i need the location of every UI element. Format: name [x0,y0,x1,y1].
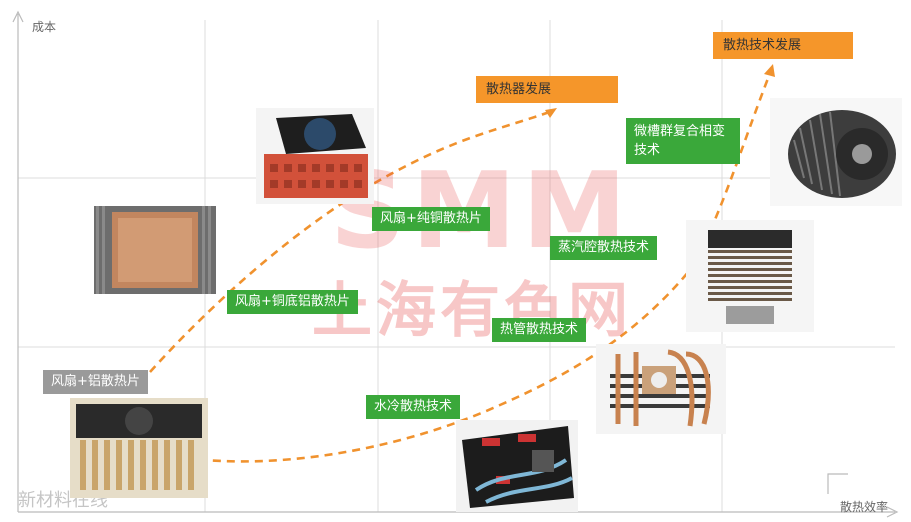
stage-label-vapor-chamber: 蒸汽腔散热技术 [550,236,658,260]
x-axis-corner-mark [827,473,848,494]
stage-label-fan-copper-base-aluminum: 风扇+铜底铝散热片 [227,290,358,314]
water-cooling-motherboard-photo [456,420,578,512]
radial-heatsink-photo [770,98,902,206]
stage-label-micro-groove: 微槽群复合相变技术 [626,118,740,164]
vapor-chamber-tower-photo [686,220,814,332]
copper-base-heatsink-photo [94,206,216,294]
x-axis-label: 散热效率 [840,500,889,514]
stage-label-water-cooling: 水冷散热技术 [366,395,461,419]
radiator-development-label: 散热器发展 [476,76,618,103]
x-axis-arrow [886,506,899,518]
radiator-curve-arrowhead [545,108,557,118]
stage-label-heat-pipe: 热管散热技术 [492,318,587,342]
stage-label-fan-pure-copper: 风扇+纯铜散热片 [372,207,490,231]
copper-heatsink-fan-photo [256,108,374,204]
technology-curve-arrowhead [764,64,775,77]
technology-development-label: 散热技术发展 [713,32,853,59]
y-axis-arrow [12,10,24,23]
aluminum-heatsink-photo [70,398,208,498]
technology-development-curve [184,67,774,463]
stage-label-fan-aluminum: 风扇+铝散热片 [43,370,148,394]
y-axis-label: 成本 [32,20,57,34]
heat-pipe-heatsink-photo [596,344,726,434]
